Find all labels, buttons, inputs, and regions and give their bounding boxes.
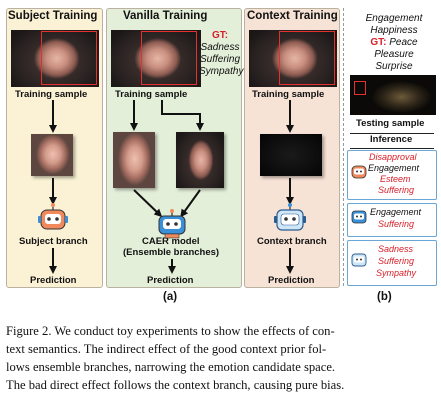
arrow — [180, 189, 201, 218]
inference-header — [350, 133, 434, 149]
inference-label: Inference — [370, 134, 413, 145]
gt-prefix: GT: — [211, 30, 229, 41]
vanilla-sample-label: Training sample — [115, 89, 188, 100]
box1-line-1: Disapproval — [369, 152, 417, 162]
face-bounding-box — [279, 31, 335, 85]
box2-line-1: Engagement — [370, 207, 422, 217]
context-branch-label: Context branch — [257, 236, 327, 247]
vanilla-gt-emotion-2: Suffering — [200, 54, 241, 65]
context-robot-icon — [274, 203, 306, 231]
subject-face-crop — [31, 134, 73, 176]
test-gt-emotion-2: Pleasure — [374, 49, 414, 60]
subject-robot-icon — [38, 203, 68, 230]
caer-model-sublabel: (Ensemble branches) — [123, 247, 220, 258]
inference-robot-caer-icon — [351, 210, 367, 224]
test-candidate-1: Engagement — [365, 13, 423, 24]
figure-caption: Figure 2. We conduct toy experiments to … — [6, 322, 436, 394]
diagram-arrows — [38, 100, 367, 274]
arrow — [161, 100, 204, 131]
caption-line-4: The bad direct effect follows the contex… — [6, 378, 345, 392]
vanilla-gt-emotion-1: Sadness — [200, 42, 240, 53]
test-gt-line: GT: Peace — [350, 37, 438, 48]
box1-line-4: Suffering — [378, 185, 415, 195]
caer-model-label: CAER model — [142, 236, 200, 247]
test-gt-emotion-1: Peace — [389, 37, 418, 48]
box2-line-2: Suffering — [378, 219, 415, 229]
test-gt-emotion-3: Surprise — [375, 61, 413, 72]
subject-sample-label: Training sample — [15, 89, 88, 100]
testing-sample-label: Testing sample — [356, 118, 425, 129]
caption-line-1: Figure 2. We conduct toy experiments to … — [6, 324, 335, 338]
context-sample-label: Training sample — [252, 89, 325, 100]
context-prediction-label: Prediction — [268, 275, 315, 286]
arrow — [133, 189, 163, 218]
sublabel-b: (b) — [377, 291, 392, 303]
box3-line-3: Sympathy — [376, 268, 417, 278]
test-candidate-2: Happiness — [370, 25, 418, 36]
inference-robot-subject-icon — [351, 165, 367, 179]
caption-line-3: lows ensemble branches, narrowing the em… — [6, 360, 336, 374]
face-bounding-box — [354, 81, 366, 95]
subject-branch-label: Subject branch — [19, 236, 88, 247]
subject-training-title: Subject Training — [8, 10, 98, 22]
caption-line-2: text semantics. The indirect effect of t… — [6, 342, 327, 356]
context-masked-crop — [260, 134, 322, 176]
box1-line-2: Engagement — [368, 163, 420, 173]
face-bounding-box — [41, 31, 97, 85]
vanilla-prediction-label: Prediction — [147, 275, 194, 286]
vanilla-gt-label: GT: — [200, 30, 240, 41]
box1-line-3: Esteem — [380, 174, 411, 184]
vanilla-training-photo — [111, 30, 201, 87]
gt-prefix: GT: — [370, 37, 387, 48]
box3-line-2: Suffering — [378, 256, 415, 266]
face-bounding-box — [141, 31, 197, 85]
panel-separator — [343, 8, 344, 286]
inference-robot-context-icon — [351, 253, 367, 267]
vanilla-face-crop — [113, 132, 155, 188]
subject-prediction-label: Prediction — [30, 275, 77, 286]
vanilla-gt-emotion-3: Sympathy — [199, 66, 244, 77]
box3-line-1: Sadness — [378, 244, 414, 254]
context-training-title: Context Training — [247, 10, 338, 22]
vanilla-training-title: Vanilla Training — [123, 10, 208, 22]
vanilla-context-crop — [176, 132, 224, 188]
caer-model-robot-icon — [158, 209, 186, 239]
context-training-photo — [249, 30, 337, 87]
testing-sample-photo — [350, 75, 436, 115]
subject-training-photo — [11, 30, 99, 87]
sublabel-a: (a) — [163, 291, 178, 303]
